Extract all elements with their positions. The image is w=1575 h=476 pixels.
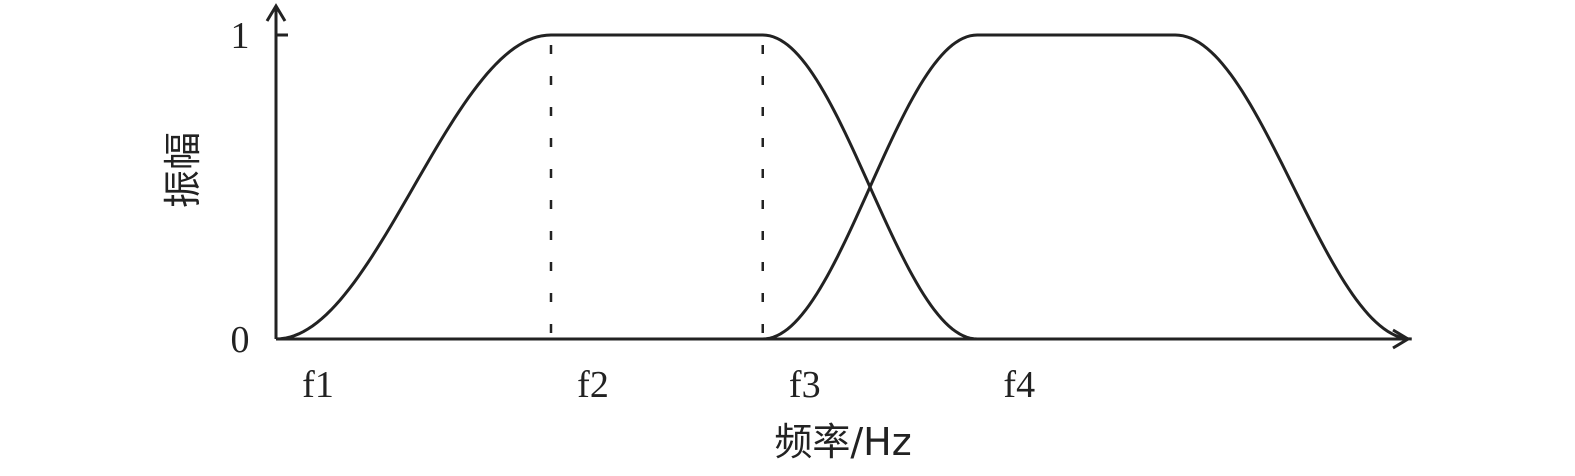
y-ticks: 01 xyxy=(231,15,288,361)
series-curve-1 xyxy=(275,33,978,341)
series-curve-2 xyxy=(762,33,1412,341)
series-curves xyxy=(275,33,1412,341)
y-tick-label: 1 xyxy=(231,15,250,57)
x-tick-label: f2 xyxy=(577,364,609,406)
y-axis-arrow xyxy=(265,3,287,22)
x-axis-arrow xyxy=(1392,328,1411,350)
y-tick-label: 0 xyxy=(231,319,250,361)
x-tick-label: f4 xyxy=(1003,364,1035,406)
guide-lines xyxy=(549,45,764,339)
x-ticks: f1 f2 f3 f4 xyxy=(302,364,1035,406)
x-axis-title: 频率/Hz xyxy=(774,420,911,464)
y-axis-title: 振幅 xyxy=(161,132,205,208)
x-tick-label: f3 xyxy=(789,364,821,406)
x-tick-label: f1 xyxy=(302,364,334,406)
